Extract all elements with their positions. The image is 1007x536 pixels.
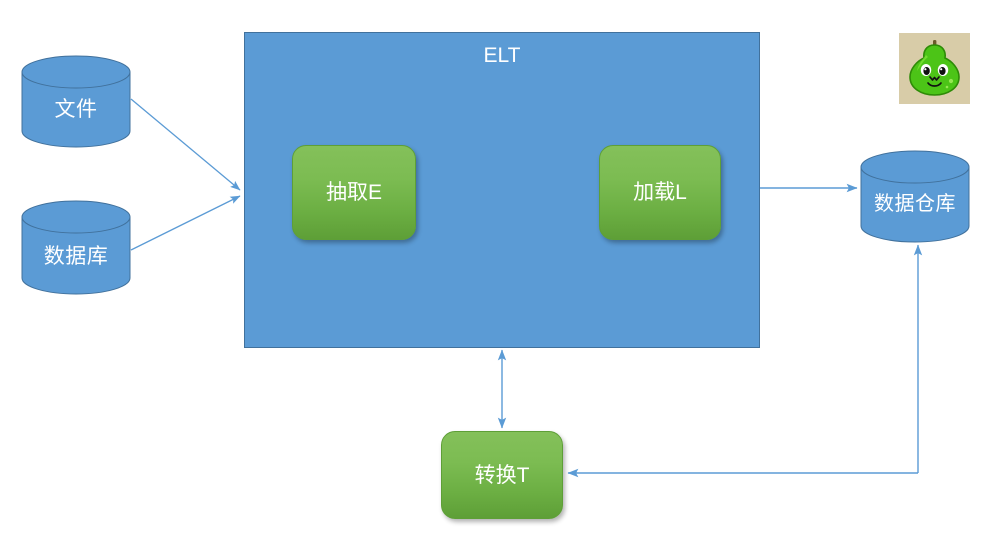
gourd-mascot-glyph — [899, 33, 970, 104]
cylinder-shape — [21, 200, 131, 295]
node-database-label: 数据库 — [43, 245, 109, 268]
node-warehouse[interactable]: 数据仓库 — [860, 150, 970, 243]
node-extract-label: 抽取E — [325, 181, 382, 204]
node-file-label: 文件 — [54, 98, 98, 121]
connector-database-to-elt — [130, 195, 241, 251]
gourd-mascot-icon — [899, 33, 970, 104]
node-load[interactable]: 加载L — [599, 145, 721, 240]
node-extract[interactable]: 抽取E — [292, 145, 416, 240]
node-warehouse-label: 数据仓库 — [874, 193, 956, 215]
node-file[interactable]: 文件 — [21, 55, 131, 148]
node-elt-title: ELT — [483, 44, 521, 67]
node-transform-label: 转换T — [474, 463, 530, 487]
node-load-label: 加载L — [633, 181, 687, 204]
connector-file-to-elt — [130, 98, 241, 191]
node-transform[interactable]: 转换T — [441, 431, 563, 519]
cylinder-shape — [21, 55, 131, 148]
node-database[interactable]: 数据库 — [21, 200, 131, 295]
cylinder-shape — [860, 150, 970, 243]
